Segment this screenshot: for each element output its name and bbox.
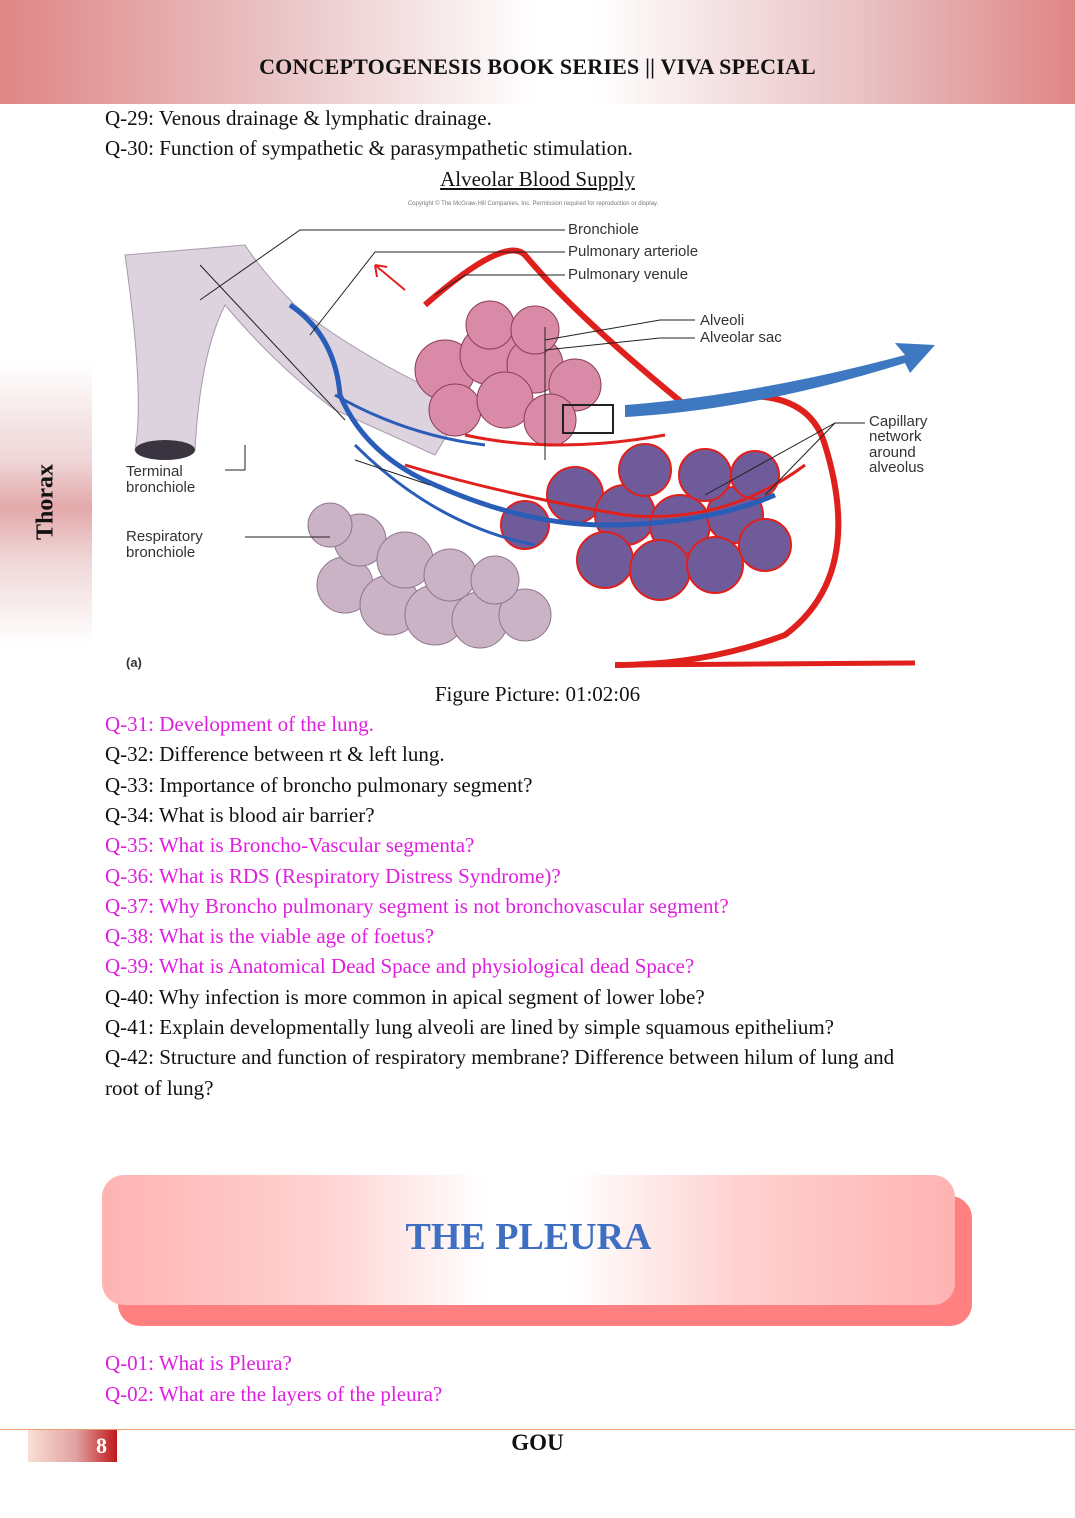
page-number-box: 8 xyxy=(28,1430,117,1462)
label-respiratory-2: bronchiole xyxy=(126,544,195,561)
question-item: Q-38: What is the viable age of foetus? xyxy=(105,924,435,949)
label-terminal-1: Terminal xyxy=(126,463,183,480)
capillary-alveoli xyxy=(500,443,792,601)
figure-title: Alveolar Blood Supply xyxy=(440,167,635,191)
figure-copyright: Copyright © The McGraw-Hill Companies, I… xyxy=(408,200,659,207)
pulmonary-venule xyxy=(288,302,776,547)
pulmonary-arteriole xyxy=(404,247,916,668)
bronchiole-tube xyxy=(124,244,466,456)
blood-flow-arrow-red xyxy=(374,264,406,291)
chapter-side-tab: Thorax xyxy=(0,360,92,645)
question-30: Q-30: Function of sympathetic & parasymp… xyxy=(105,136,633,160)
question-item: Q-41: Explain developmentally lung alveo… xyxy=(105,1015,835,1039)
label-alveoli: Alveoli xyxy=(700,312,744,329)
question-item: Q-33: Importance of broncho pulmonary se… xyxy=(105,772,533,797)
label-bronchiole: Bronchiole xyxy=(568,221,639,238)
alveolar-sac-lower xyxy=(307,502,552,649)
question-29: Q-29: Venous drainage & lymphatic draina… xyxy=(105,106,492,130)
label-terminal-2: bronchiole xyxy=(126,479,195,496)
leader-lines xyxy=(199,229,865,538)
airflow-arrow xyxy=(625,343,935,417)
label-alveolar-sac: Alveolar sac xyxy=(700,329,782,346)
label-capillary-4: alveolus xyxy=(869,459,924,476)
pleura-question-02: Q-02: What are the layers of the pleura? xyxy=(105,1382,443,1406)
question-item: root of lung? xyxy=(105,1075,214,1100)
question-item: Q-42: Structure and function of respirat… xyxy=(105,1045,895,1070)
chapter-label: Thorax xyxy=(32,463,59,541)
label-pulmonary-arteriole: Pulmonary arteriole xyxy=(568,243,698,260)
section-banner: THE PLEURA xyxy=(102,1175,955,1305)
page-number: 8 xyxy=(96,1433,107,1458)
question-item: Q-31: Development of the lung. xyxy=(105,712,374,736)
section-title: THE PLEURA xyxy=(405,1216,652,1258)
label-capillary-2: network xyxy=(869,428,922,445)
question-item: Q-40: Why infection is more common in ap… xyxy=(105,984,705,1009)
alveolar-sac-upper xyxy=(414,300,602,447)
page-header: CONCEPTOGENESIS BOOK SERIES || VIVA SPEC… xyxy=(0,0,1075,104)
pleura-question-01: Q-01: What is Pleura? xyxy=(105,1351,292,1375)
label-capillary-3: around xyxy=(869,444,916,461)
question-item: Q-35: What is Broncho-Vascular segmenta? xyxy=(105,833,475,858)
figure-title-wrap: Alveolar Blood Supply xyxy=(0,166,1075,192)
alveolar-blood-supply-figure: Copyright © The McGraw-Hill Companies, I… xyxy=(105,195,975,680)
question-item: Q-39: What is Anatomical Dead Space and … xyxy=(105,954,695,979)
bronchiole-opening xyxy=(135,440,195,460)
magnified-region-box xyxy=(562,404,614,434)
question-item: Q-34: What is blood air barrier? xyxy=(105,802,375,827)
label-pulmonary-venule: Pulmonary venule xyxy=(568,266,688,283)
header-title: CONCEPTOGENESIS BOOK SERIES || VIVA SPEC… xyxy=(259,54,816,79)
question-item: Q-37: Why Broncho pulmonary segment is n… xyxy=(105,893,729,918)
question-item: Q-32: Difference between rt & left lung. xyxy=(105,742,445,767)
question-item: Q-36: What is RDS (Respiratory Distress … xyxy=(105,863,561,888)
footer-divider xyxy=(0,1429,1075,1430)
lung-diagram: Copyright © The McGraw-Hill Companies, I… xyxy=(124,200,935,670)
figure-caption: Figure Picture: 01:02:06 xyxy=(434,682,641,706)
label-capillary-1: Capillary xyxy=(869,413,928,430)
label-panel: (a) xyxy=(126,655,142,670)
label-respiratory-1: Respiratory xyxy=(126,528,203,545)
footer-center-text: GOU xyxy=(511,1430,564,1455)
